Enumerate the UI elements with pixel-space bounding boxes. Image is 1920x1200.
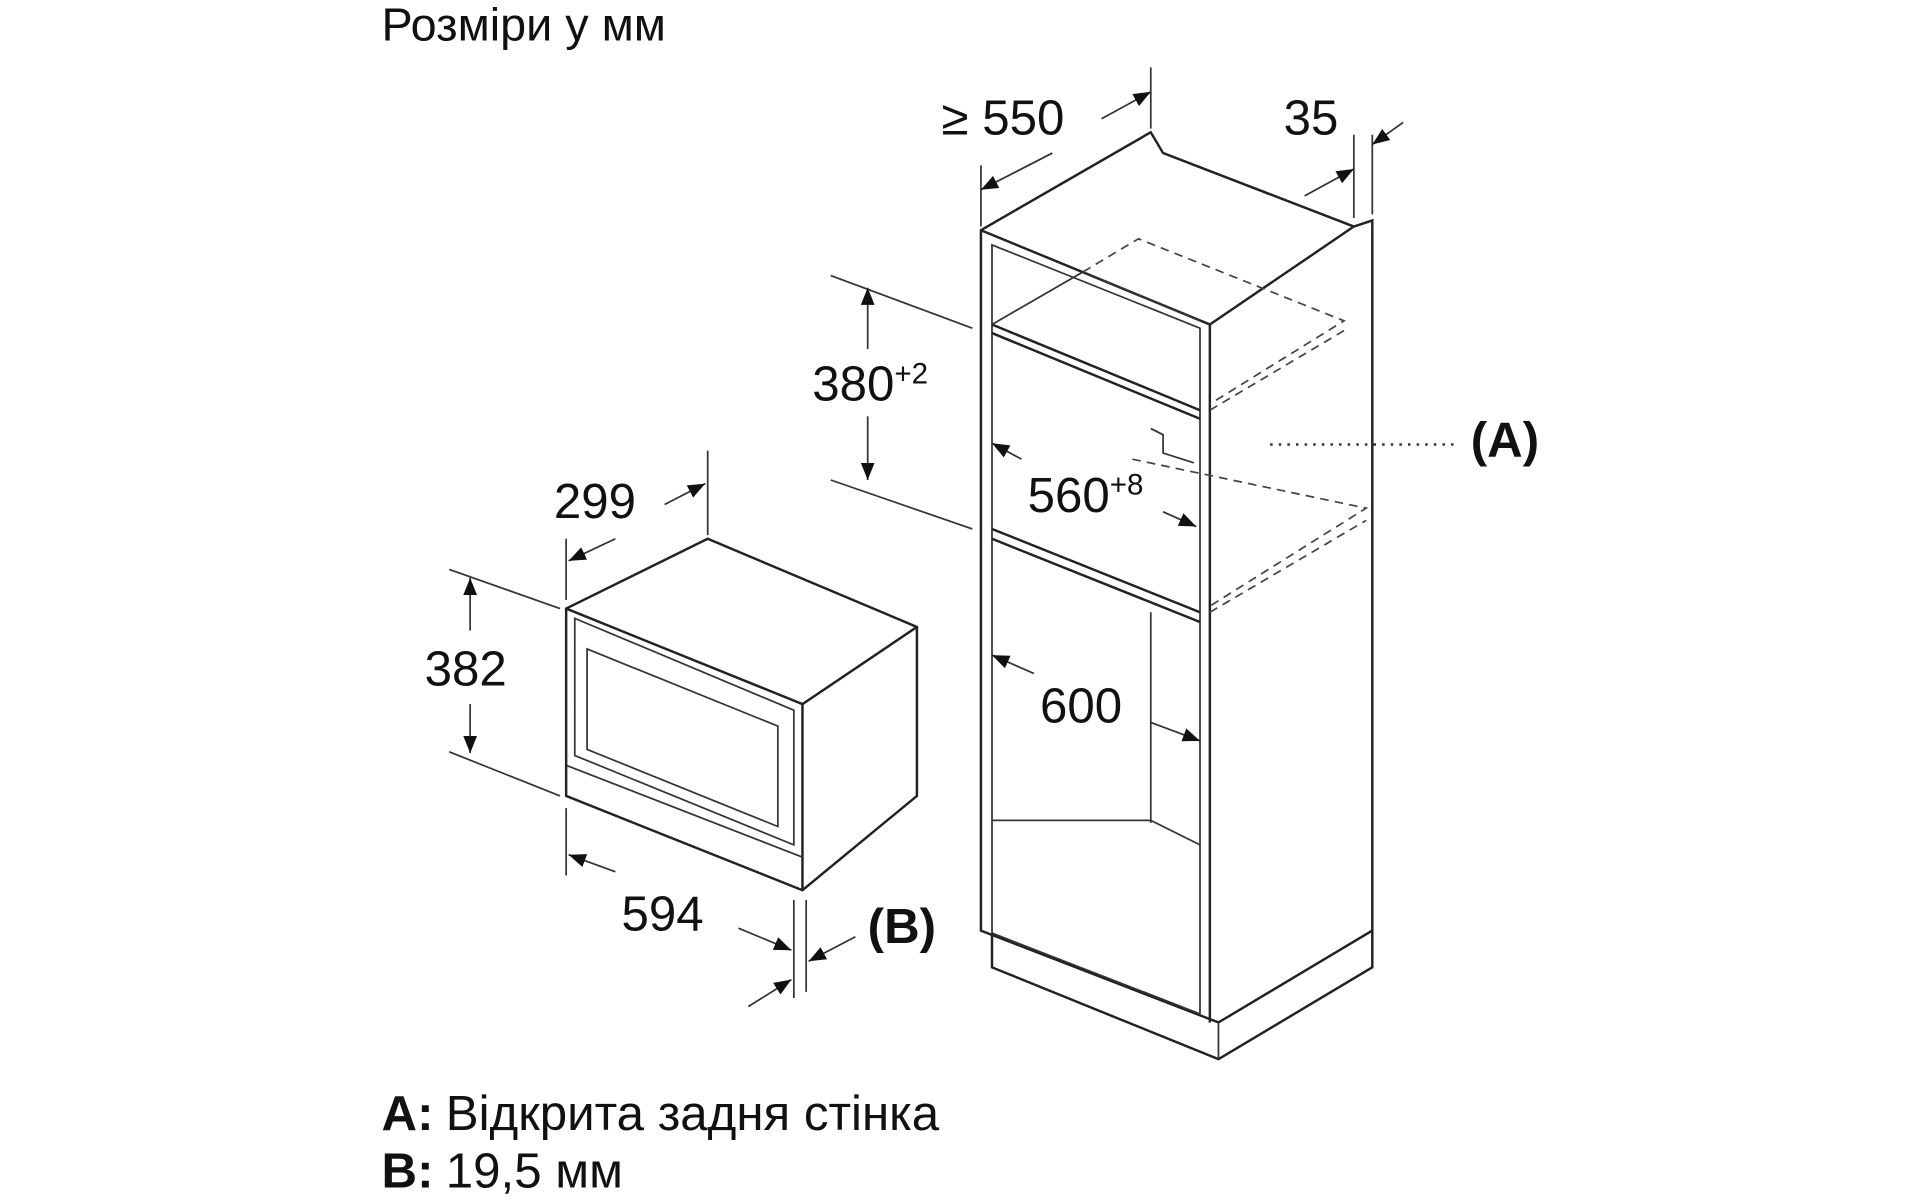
marker-b: (B) (868, 900, 936, 954)
label-niche-height: 380+2 (812, 357, 928, 411)
dimension-lines (448, 67, 1404, 1008)
microwave-appliance (564, 537, 919, 892)
page-title: Розміри у мм (382, 0, 666, 50)
legend: A:Відкрита задня стінка B:19,5 мм (382, 1087, 940, 1198)
label-back-gap: 35 (1284, 92, 1339, 146)
label-niche-width: 560+8 (1028, 469, 1144, 523)
label-appliance-depth: 299 (554, 475, 636, 529)
label-depth-min: ≥ 550 (942, 92, 1065, 146)
label-appliance-width: 594 (622, 888, 704, 942)
tall-cabinet (979, 130, 1459, 1061)
label-cabinet-width: 600 (1040, 680, 1122, 734)
marker-a: (A) (1471, 414, 1539, 468)
label-appliance-height: 382 (425, 643, 507, 697)
legend-item-a: A:Відкрита задня стінка (382, 1087, 940, 1141)
legend-item-b: B:19,5 мм (382, 1145, 623, 1199)
